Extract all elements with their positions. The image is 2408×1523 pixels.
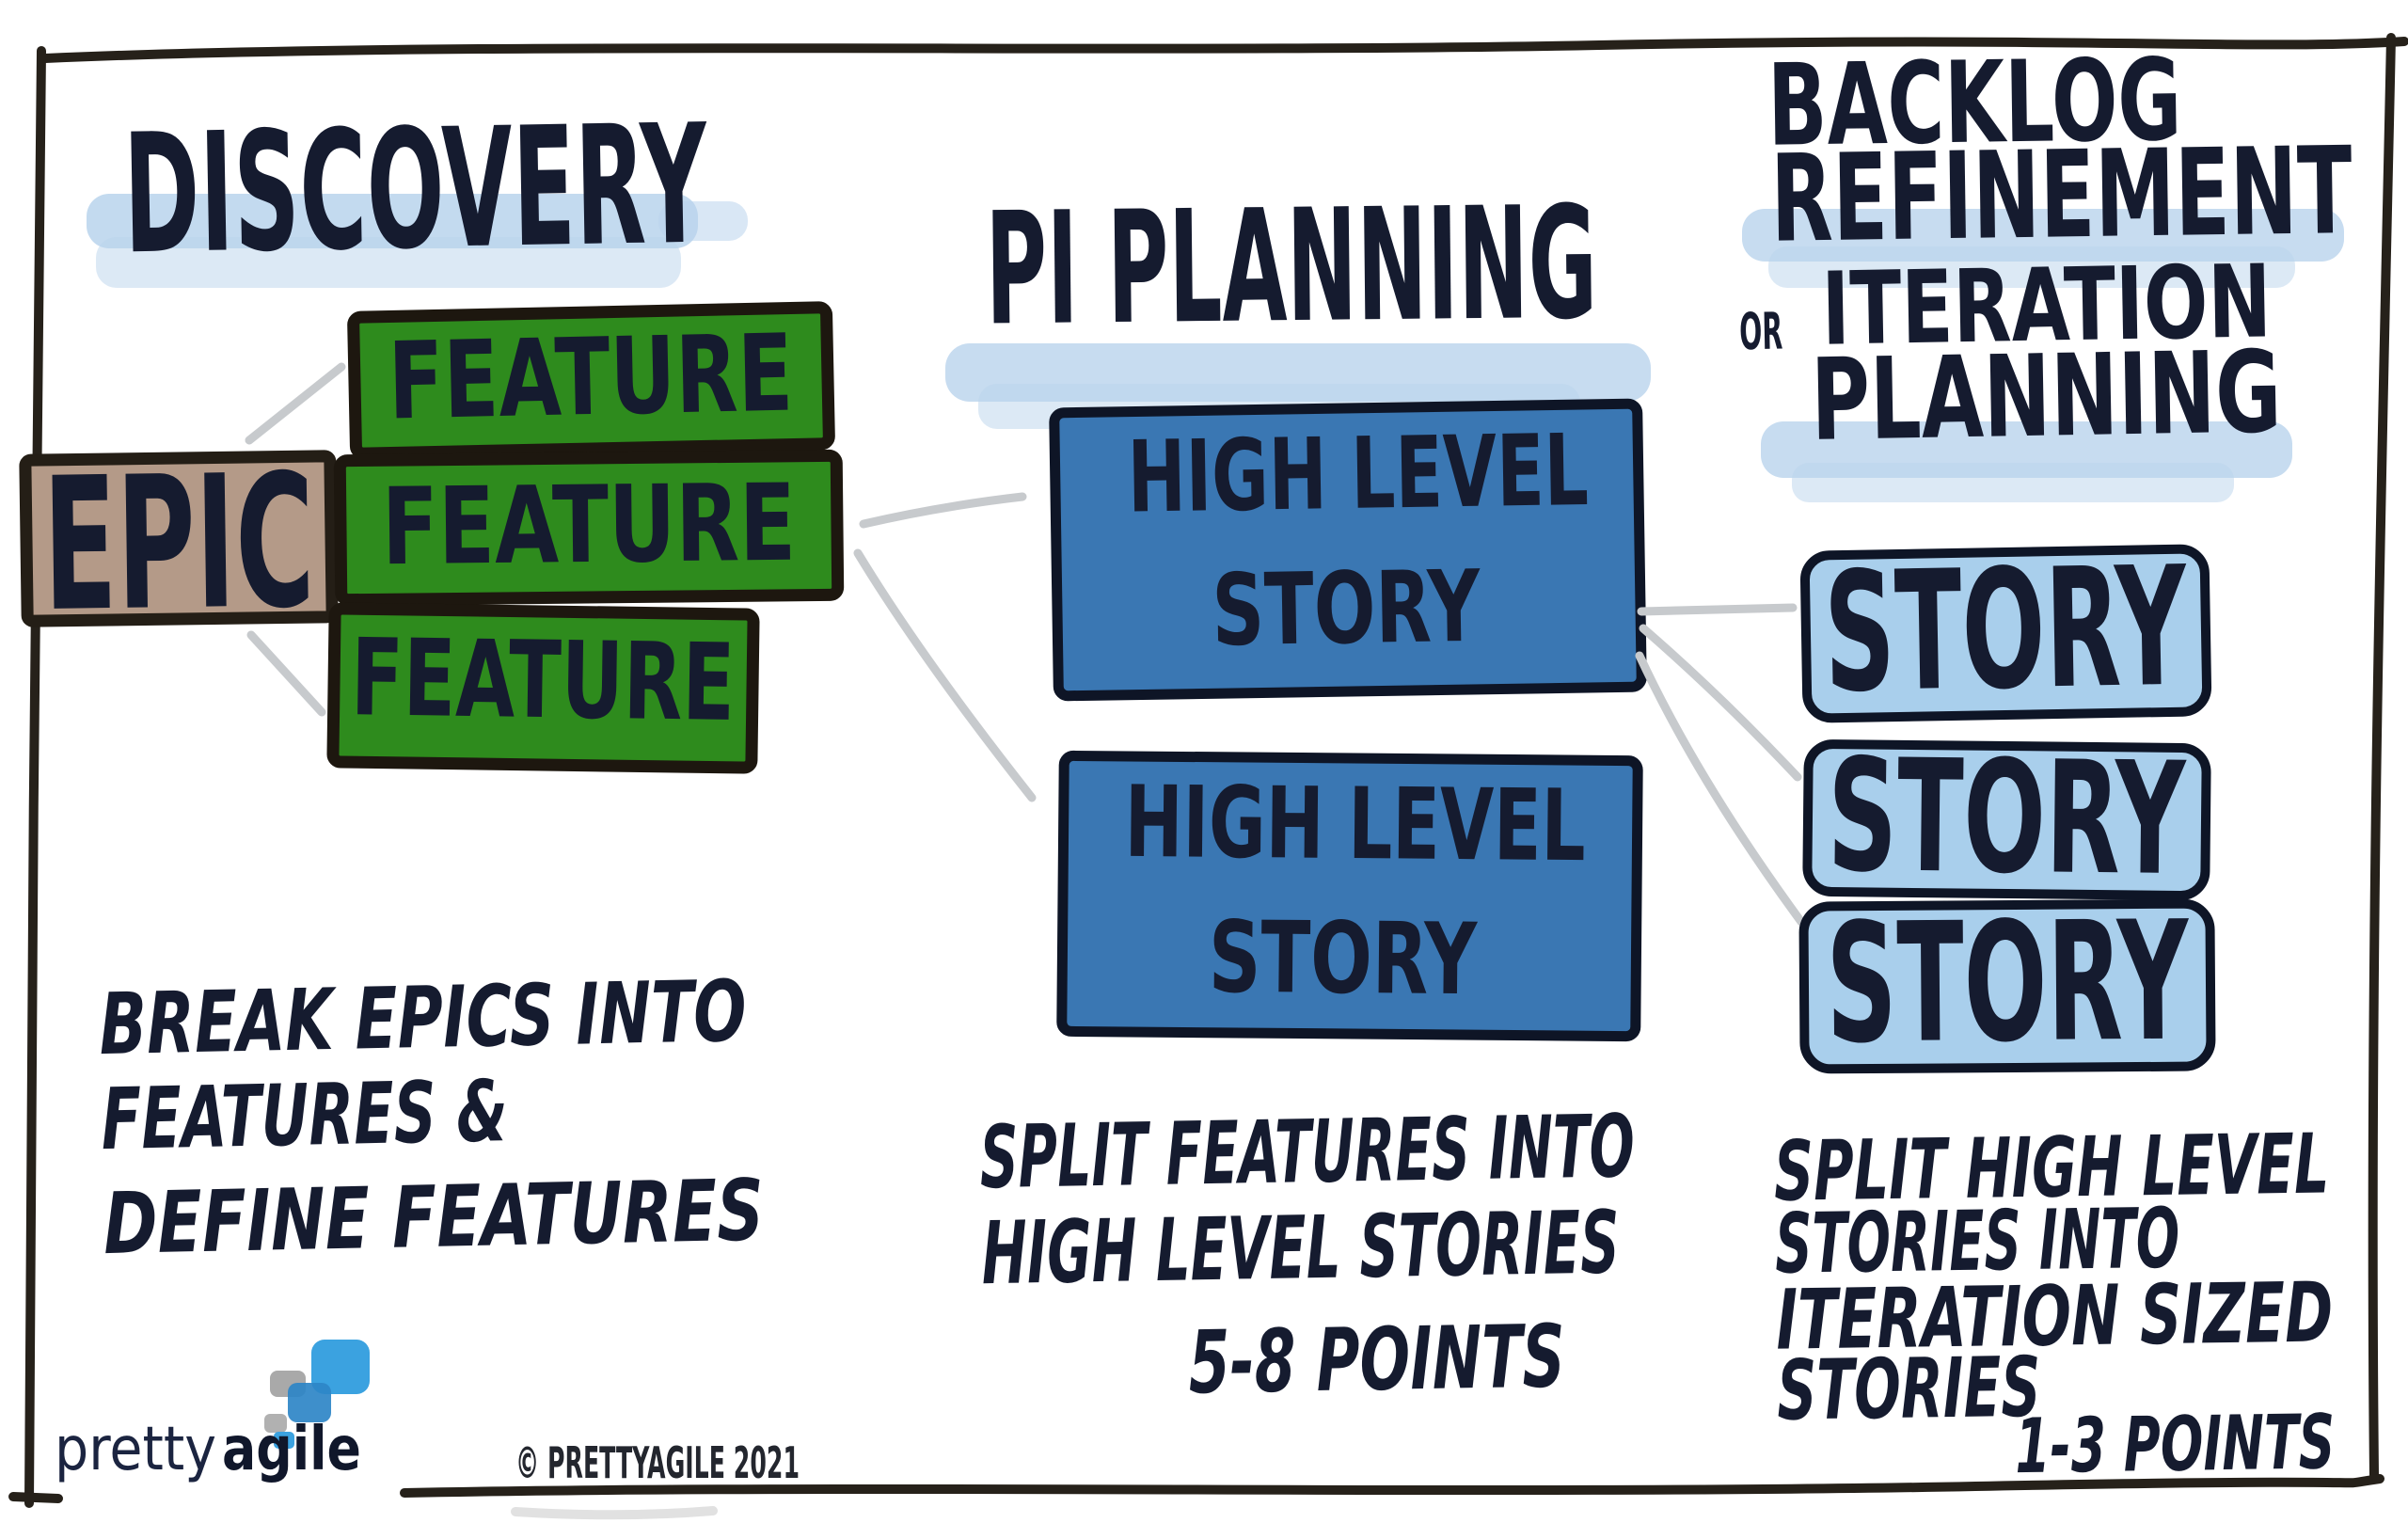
epic-label: EPIC <box>42 435 316 652</box>
backlog-subtitle-line-2: PLANNING <box>1810 327 2282 467</box>
backlog-note-line-3: ITERATION SIZED <box>1776 1263 2334 1368</box>
feature-box-1: FEATURE <box>347 301 835 460</box>
hls2-line2: STORY <box>1208 900 1478 1017</box>
discovery-note-line-1: BREAK EPICS INTO <box>99 962 748 1074</box>
logo-text-agile: agile <box>222 1415 361 1484</box>
logo-squares-icon <box>264 1340 370 1449</box>
hls-story-connectors <box>1635 603 1806 927</box>
backlog-points: 1-3 POINTS <box>2015 1398 2336 1490</box>
pi-planning-note: SPLIT FEATURES INTO HIGH LEVEL STORIES 5… <box>979 1096 1636 1413</box>
backlog-title-line-2: REFINEMENT <box>1770 121 2353 270</box>
story-label-2: STORY <box>1827 725 2188 910</box>
backlog-note: SPLIT HIGH LEVEL STORIES INTO ITERATION … <box>1773 1115 2336 1490</box>
discovery-note-line-2: FEATURES & <box>101 1062 509 1169</box>
backlog-note-line-1: SPLIT HIGH LEVEL <box>1773 1115 2329 1219</box>
pen-smudge <box>511 1506 718 1520</box>
pi-note-line-1: SPLIT FEATURES INTO <box>979 1096 1636 1208</box>
story-box-1: STORY <box>1799 532 2212 730</box>
column-backlog-refinement: BACKLOG REFINEMENT OR ITERATION PLANNING… <box>1635 36 2353 1490</box>
backlog-note-line-4: STORIES <box>1777 1339 2041 1439</box>
feature-label-2: FEATURE <box>381 461 796 590</box>
story-box-3: STORY <box>1798 887 2216 1081</box>
frame-border <box>8 33 2408 1520</box>
discovery-note: BREAK EPICS INTO FEATURES & DEFINE FEATU… <box>99 962 765 1274</box>
epic-box: EPIC <box>19 435 339 652</box>
backlog-subtitle-line-1: ITERATION <box>1821 244 2273 368</box>
discovery-title: DISCOVERY <box>122 90 710 292</box>
story-label-1: STORY <box>1823 532 2190 730</box>
hls2-line1: HIGH LEVEL <box>1124 765 1586 883</box>
feature-box-2: FEATURE <box>333 449 845 607</box>
discovery-note-line-3: DEFINE FEATURES <box>103 1161 765 1274</box>
discovery-highlight <box>87 194 748 288</box>
backlog-or-label: OR <box>1739 301 1783 361</box>
feature-label-3: FEATURE <box>350 615 736 745</box>
column-discovery: DISCOVERY EPIC FEATURE FEATURE FEATURE <box>19 90 845 1274</box>
hls1-line2: STORY <box>1212 549 1482 668</box>
feature-label-1: FEATURE <box>388 311 795 444</box>
high-level-story-box-1: HIGH LEVEL STORY <box>1049 398 1647 702</box>
hls1-line1: HIGH LEVEL <box>1127 413 1590 535</box>
pi-planning-title: PI PLANNING <box>985 173 1598 360</box>
prettyagile-logo: pretty agile <box>55 1340 370 1484</box>
pi-note-line-2: HIGH LEVEL STORIES <box>981 1192 1621 1304</box>
high-level-story-box-2: HIGH LEVEL STORY <box>1056 750 1643 1042</box>
logo-text-pretty: pretty <box>55 1415 216 1484</box>
backlog-highlight <box>1742 209 2344 288</box>
column-pi-planning: PI PLANNING HIGH LEVEL STORY HIGH LEVEL … <box>853 173 1651 1413</box>
story-label-3: STORY <box>1826 887 2191 1081</box>
feature-hls-connectors <box>853 492 1037 802</box>
story-box-2: STORY <box>1802 725 2211 910</box>
backlog-title-line-1: BACKLOG <box>1766 36 2182 172</box>
copyright-text: © PRETTYAGILE 2021 <box>515 1437 800 1488</box>
planning-highlight <box>1761 421 2292 502</box>
backlog-note-line-2: STORIES INTO <box>1774 1190 2179 1293</box>
pi-points: 5-8 POINTS <box>1188 1306 1566 1413</box>
feature-box-3: FEATURE <box>326 602 760 774</box>
